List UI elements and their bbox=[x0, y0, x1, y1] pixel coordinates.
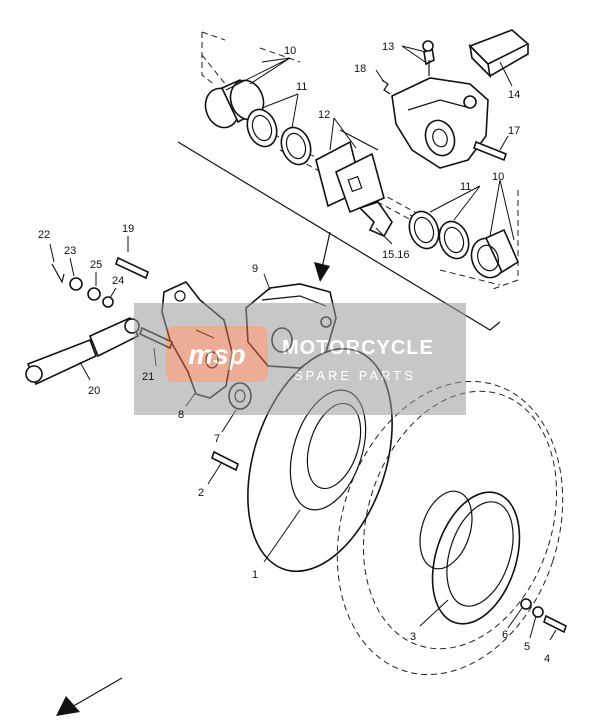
seal-ring-left-outer bbox=[246, 108, 278, 148]
callout-3: 3 bbox=[410, 631, 416, 643]
pad-cover bbox=[468, 29, 530, 79]
cotter-pin bbox=[51, 263, 65, 284]
callout-2: 2 bbox=[198, 487, 204, 499]
washer-25 bbox=[87, 287, 101, 301]
callout-22: 22 bbox=[38, 229, 50, 241]
callout-15-16: 15.16 bbox=[382, 249, 410, 261]
callout-10b: 10 bbox=[492, 171, 504, 183]
detail-pointer-arrow bbox=[314, 231, 331, 282]
watermark-title: MOTORCYCLE bbox=[282, 337, 434, 359]
callout-5: 5 bbox=[524, 641, 530, 653]
bleed-screw bbox=[422, 40, 435, 76]
washer-24 bbox=[102, 296, 114, 308]
watermark-subtitle: SPARE PARTS bbox=[294, 368, 416, 383]
callout-8: 8 bbox=[178, 409, 184, 421]
nut-23 bbox=[69, 277, 83, 291]
washer-6 bbox=[520, 598, 532, 610]
pad-pin bbox=[339, 129, 379, 151]
brake-pad-pair bbox=[315, 140, 385, 214]
callout-19: 19 bbox=[122, 223, 134, 235]
callout-21: 21 bbox=[142, 371, 154, 383]
callout-25: 25 bbox=[90, 259, 102, 271]
callout-7: 7 bbox=[214, 433, 220, 445]
callout-10a: 10 bbox=[284, 45, 296, 57]
front-direction-arrow bbox=[56, 677, 123, 716]
callout-11a: 11 bbox=[296, 81, 307, 93]
callout-17: 17 bbox=[508, 125, 520, 137]
callout-20: 20 bbox=[88, 385, 100, 397]
callout-12: 12 bbox=[318, 109, 330, 121]
callout-13: 13 bbox=[382, 41, 394, 53]
torque-rod bbox=[25, 316, 140, 386]
caliper-bolt bbox=[473, 140, 507, 162]
wheel-rim bbox=[336, 380, 564, 676]
callout-9: 9 bbox=[252, 263, 258, 275]
bolt-2 bbox=[211, 450, 239, 472]
washer-5 bbox=[532, 606, 544, 618]
bolt-19 bbox=[115, 256, 149, 280]
hub-ring bbox=[419, 490, 521, 625]
callout-11b: 11 bbox=[460, 181, 471, 193]
detail-boundary bbox=[177, 141, 501, 331]
seal-ring-left-inner bbox=[280, 126, 312, 166]
callout-1: 1 bbox=[252, 569, 258, 581]
assembly-guide-left bbox=[201, 31, 301, 91]
callout-4: 4 bbox=[544, 653, 550, 665]
bolt-4 bbox=[543, 614, 567, 634]
caliper-body-upper bbox=[391, 77, 489, 169]
callout-23: 23 bbox=[64, 245, 76, 257]
seal-ring-right-outer bbox=[408, 210, 440, 250]
watermark: msp MOTORCYCLE SPARE PARTS bbox=[134, 303, 466, 415]
callout-6: 6 bbox=[502, 629, 508, 641]
retaining-clip bbox=[381, 79, 391, 95]
leader-lines bbox=[49, 45, 557, 641]
seal-ring-right-inner bbox=[438, 220, 470, 260]
piston-right bbox=[470, 228, 520, 279]
callout-24: 24 bbox=[112, 275, 124, 287]
callout-numbers: 1 2 3 4 5 6 7 8 9 10 11 12 13 14 15.16 1… bbox=[38, 41, 550, 665]
callout-14: 14 bbox=[508, 89, 520, 101]
callout-18: 18 bbox=[354, 63, 366, 75]
watermark-logo: msp bbox=[188, 339, 246, 370]
